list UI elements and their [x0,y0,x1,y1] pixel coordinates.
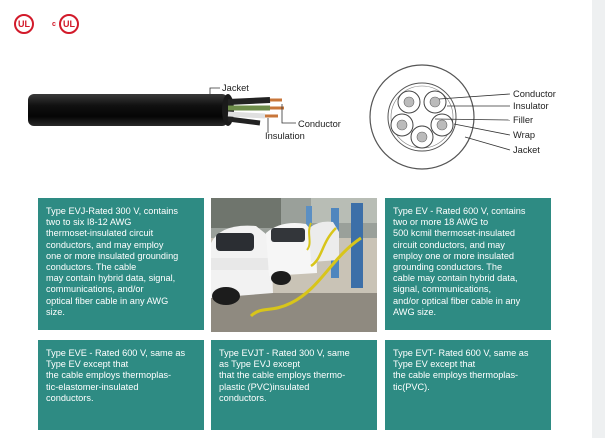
ev-charging-photo [211,198,377,332]
ul-logo-left: UL [14,14,34,34]
label-conductor: Conductor [298,119,341,129]
label-jacket: Jacket [222,83,249,93]
label-cs-filler: Filler [513,115,534,125]
label-cs-insulator: Insulator [513,101,549,111]
cable-illustration [28,87,296,133]
c-mark: c [52,21,56,28]
page-edge-strip [592,0,605,438]
label-insulation: Insulation [265,131,305,141]
label-cs-wrap: Wrap [513,130,536,140]
type-eve-box: Type EVE - Rated 600 V, same as Type EV … [38,340,204,430]
label-cs-conductor: Conductor [513,89,556,99]
type-evj-box: Type EVJ-Rated 300 V, contains two to si… [38,198,204,330]
cross-section-diagram [369,64,511,170]
type-evjt-box: Type EVJT - Rated 300 V, same as Type EV… [211,340,377,430]
type-evt-box: Type EVT- Rated 600 V, same as Type EV e… [385,340,551,430]
ul-logo-right: UL [59,14,79,34]
type-ev-box: Type EV - Rated 600 V, contains two or m… [385,198,551,330]
label-cs-jacket: Jacket [513,145,540,155]
